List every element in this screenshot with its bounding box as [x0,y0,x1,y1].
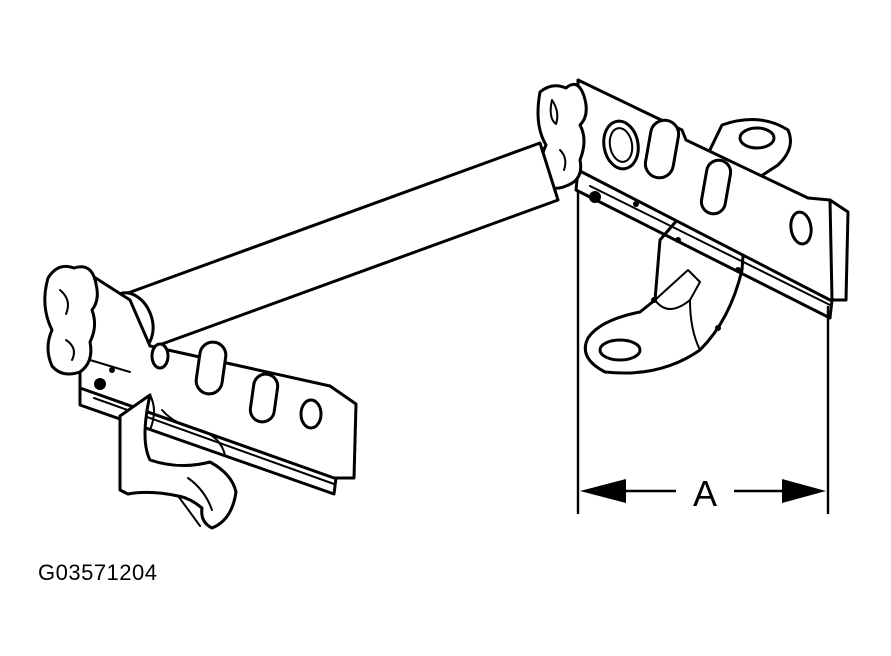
left-hanger-bracket [118,393,238,530]
dimension-arrow-right [782,479,826,503]
crossmember-tube [105,141,560,354]
dimension-a-indicator: A [576,190,830,514]
dimension-label: A [693,473,717,514]
figure-id-code: G03571204 [38,560,158,585]
left-mounting-flange [43,264,99,376]
right-frame-rail [574,78,850,320]
dimension-arrow-left [580,479,626,503]
